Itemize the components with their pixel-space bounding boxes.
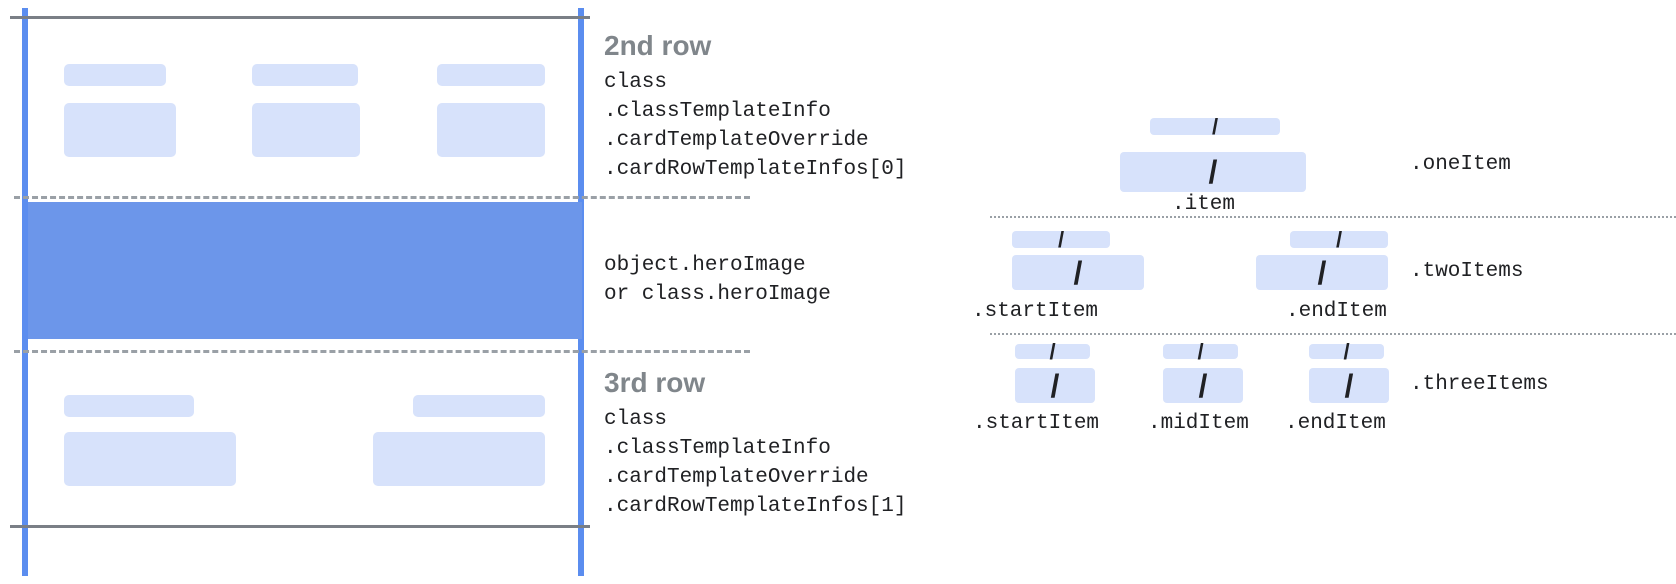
two-items-group-name: .twoItems: [1410, 260, 1524, 283]
one-item-group-name: .oneItem: [1410, 153, 1511, 176]
second-row-annotation: 2nd row class .classTemplateInfo .cardTe…: [604, 30, 906, 184]
card-top-rule: [10, 16, 590, 19]
third-row-code-line-1: class: [604, 408, 668, 431]
third-row-code-line-3: .cardTemplateOverride: [604, 466, 869, 489]
slash-glyph: /: [1057, 226, 1065, 252]
one-item-caption: .item: [1172, 193, 1236, 216]
three-items-mid-label-bar: /: [1163, 338, 1238, 364]
slash-glyph: /: [1211, 113, 1219, 139]
slash-glyph: /: [1198, 367, 1208, 404]
second-row-code-line-1: class: [604, 71, 668, 94]
three-items-start-value-bar: /: [1015, 368, 1095, 403]
slash-glyph: /: [1049, 338, 1056, 364]
slash-glyph: /: [1343, 338, 1350, 364]
hero-bottom-dashed-rule: [14, 350, 750, 353]
row2-label-placeholder-3: [437, 64, 545, 86]
slash-glyph: /: [1050, 367, 1060, 404]
hero-image-annotation: object.heroImage or class.heroImage: [604, 251, 831, 309]
slash-glyph: /: [1344, 367, 1354, 404]
one-item-label-bar: /: [1150, 113, 1280, 139]
two-three-separator: [990, 333, 1676, 335]
three-items-mid-caption: .midItem: [1148, 412, 1249, 435]
two-items-end-label-bar: /: [1290, 226, 1388, 252]
slash-glyph: /: [1208, 154, 1218, 190]
card-template-mock: [0, 0, 750, 584]
row3-label-placeholder-2: [413, 395, 545, 417]
three-items-end-label-bar: /: [1309, 338, 1384, 364]
row3-value-placeholder-2: [373, 432, 545, 486]
two-items-start-value-bar: /: [1012, 255, 1144, 290]
slash-glyph: /: [1197, 338, 1204, 364]
row3-label-placeholder-1: [64, 395, 194, 417]
three-items-mid-value-bar: /: [1163, 368, 1243, 403]
hero-top-dashed-rule: [14, 196, 750, 199]
third-row-title: 3rd row: [604, 367, 706, 398]
row2-label-placeholder-2: [252, 64, 358, 86]
second-row-code-line-2: .classTemplateInfo: [604, 100, 831, 123]
slash-glyph: /: [1335, 226, 1343, 252]
card-left-edge-rule: [22, 8, 28, 576]
three-items-end-caption: .endItem: [1285, 412, 1386, 435]
row2-value-placeholder-1: [64, 103, 176, 157]
three-items-start-caption: .startItem: [973, 412, 1100, 435]
hero-code-line-2: or class.heroImage: [604, 283, 831, 306]
three-items-start-label-bar: /: [1015, 338, 1090, 364]
three-items-end-value-bar: /: [1309, 368, 1389, 403]
row2-value-placeholder-3: [437, 103, 545, 157]
card-bottom-rule: [10, 525, 590, 528]
two-items-start-caption: .startItem: [972, 300, 1099, 323]
row2-value-placeholder-2: [252, 103, 360, 157]
third-row-code-line-2: .classTemplateInfo: [604, 437, 831, 460]
two-items-start-label-bar: /: [1012, 226, 1110, 252]
row2-label-placeholder-1: [64, 64, 166, 86]
third-row-code-line-4: .cardRowTemplateInfos[1]: [604, 495, 907, 518]
one-item-value-bar: /: [1120, 152, 1306, 192]
two-items-end-value-bar: /: [1256, 255, 1388, 290]
third-row-annotation: 3rd row class .classTemplateInfo .cardTe…: [604, 367, 906, 521]
slash-glyph: /: [1073, 254, 1083, 291]
item-layout-diagram: / / .item .oneItem / / .startItem / / .e…: [960, 0, 1676, 584]
two-items-end-caption: .endItem: [1286, 300, 1387, 323]
three-items-group-name: .threeItems: [1410, 373, 1549, 396]
hero-code-line-1: object.heroImage: [604, 254, 806, 277]
one-two-separator: [990, 216, 1676, 218]
hero-image-band: [28, 202, 582, 339]
second-row-code-line-3: .cardTemplateOverride: [604, 129, 869, 152]
row3-value-placeholder-1: [64, 432, 236, 486]
slash-glyph: /: [1317, 254, 1327, 291]
second-row-title: 2nd row: [604, 30, 712, 61]
second-row-code-line-4: .cardRowTemplateInfos[0]: [604, 158, 907, 181]
